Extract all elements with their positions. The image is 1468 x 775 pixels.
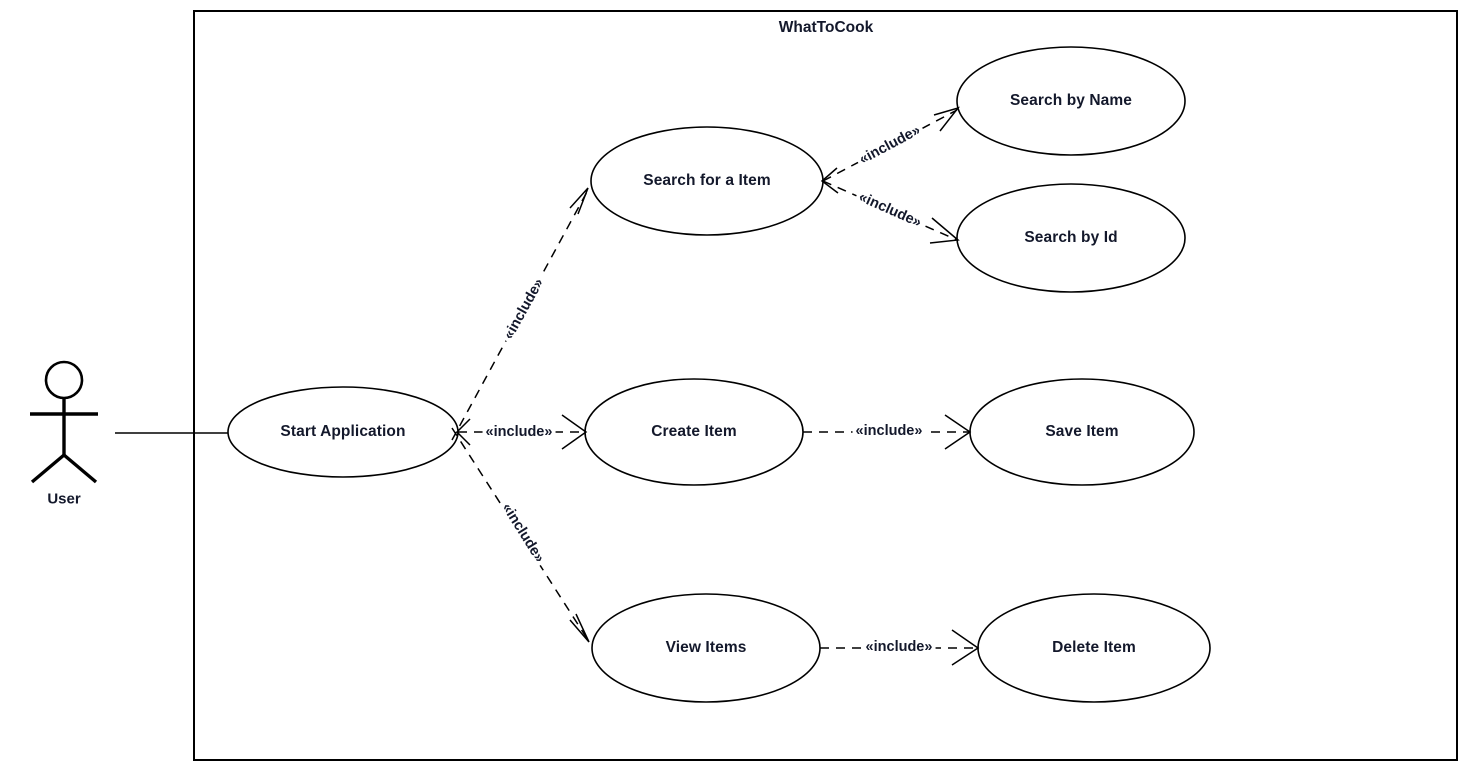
include-start-to-view-arrowhead bbox=[569, 613, 590, 643]
include-search-to-id[interactable] bbox=[822, 180, 960, 244]
use-case-search-by-name[interactable] bbox=[956, 46, 1186, 156]
use-case-start-application[interactable] bbox=[227, 386, 459, 478]
include-start-reverse-arrowhead bbox=[455, 418, 471, 446]
include-view-to-delete-arrowhead bbox=[951, 629, 980, 666]
use-case-save-item[interactable] bbox=[969, 378, 1195, 486]
include-start-to-create[interactable] bbox=[455, 414, 588, 450]
include-view-to-delete[interactable] bbox=[820, 629, 980, 666]
actor-user-figure[interactable] bbox=[30, 360, 98, 484]
include-start-to-create-arrowhead bbox=[561, 414, 588, 450]
actor-leg-left-line bbox=[30, 453, 66, 484]
include-search-to-id-line bbox=[822, 180, 958, 241]
include-start-to-search[interactable] bbox=[451, 187, 589, 441]
use-case-search-by-id[interactable] bbox=[956, 183, 1186, 293]
use-case-create-item[interactable] bbox=[584, 378, 804, 486]
actor-head-icon bbox=[44, 360, 84, 400]
actor-leg-right-line bbox=[62, 453, 98, 484]
system-boundary-title: WhatToCook bbox=[778, 19, 874, 36]
include-create-to-save-arrowhead bbox=[944, 414, 972, 450]
include-search-to-name[interactable] bbox=[820, 106, 961, 194]
include-search-to-id-arrowhead bbox=[929, 217, 960, 244]
actor-label-user: User bbox=[47, 490, 81, 508]
include-label-create-to-save: «include» bbox=[852, 423, 926, 439]
include-search-reverse-arrowhead-upper bbox=[820, 167, 839, 194]
use-case-delete-item[interactable] bbox=[977, 593, 1211, 703]
system-boundary-rect bbox=[193, 10, 1458, 761]
include-start-to-view-line bbox=[451, 427, 589, 641]
include-start-to-view[interactable] bbox=[451, 427, 590, 643]
include-label-view-to-delete: «include» bbox=[862, 639, 936, 655]
use-case-search-for-a-item[interactable] bbox=[590, 126, 824, 236]
use-case-view-items[interactable] bbox=[591, 593, 821, 703]
include-search-to-name-arrowhead bbox=[933, 106, 961, 132]
include-start-to-search-arrowhead bbox=[569, 187, 589, 215]
include-label-start-to-create: «include» bbox=[482, 424, 556, 440]
